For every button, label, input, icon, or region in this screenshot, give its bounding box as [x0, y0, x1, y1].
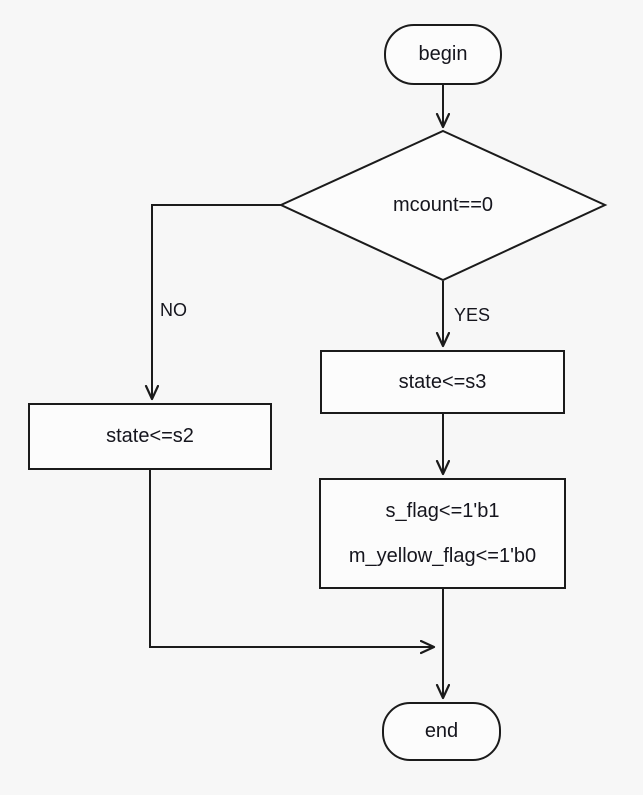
begin-node-label: begin	[418, 43, 468, 65]
flag-assign-node-line2: m_yellow_flag<=1'b0	[348, 544, 537, 567]
yes-edge-label: YES	[454, 305, 491, 325]
begin-node: begin	[384, 24, 502, 85]
decision-diamond-shape	[278, 129, 608, 282]
state-s3-node: state<=s3	[320, 350, 565, 414]
state-s2-node-label: state<=s2	[106, 425, 194, 447]
edge-s2-to-merge	[149, 470, 433, 647]
no-edge-label: NO	[160, 300, 187, 320]
end-node-label: end	[424, 720, 459, 742]
state-s2-node: state<=s2	[28, 403, 272, 470]
edge-decision-to-s2	[152, 204, 281, 398]
state-s3-node-label: state<=s3	[398, 370, 487, 393]
flag-assign-node: s_flag<=1'b1 m_yellow_flag<=1'b0	[319, 478, 566, 589]
flag-assign-node-line1: s_flag<=1'b1	[385, 499, 500, 522]
end-node: end	[382, 702, 501, 761]
